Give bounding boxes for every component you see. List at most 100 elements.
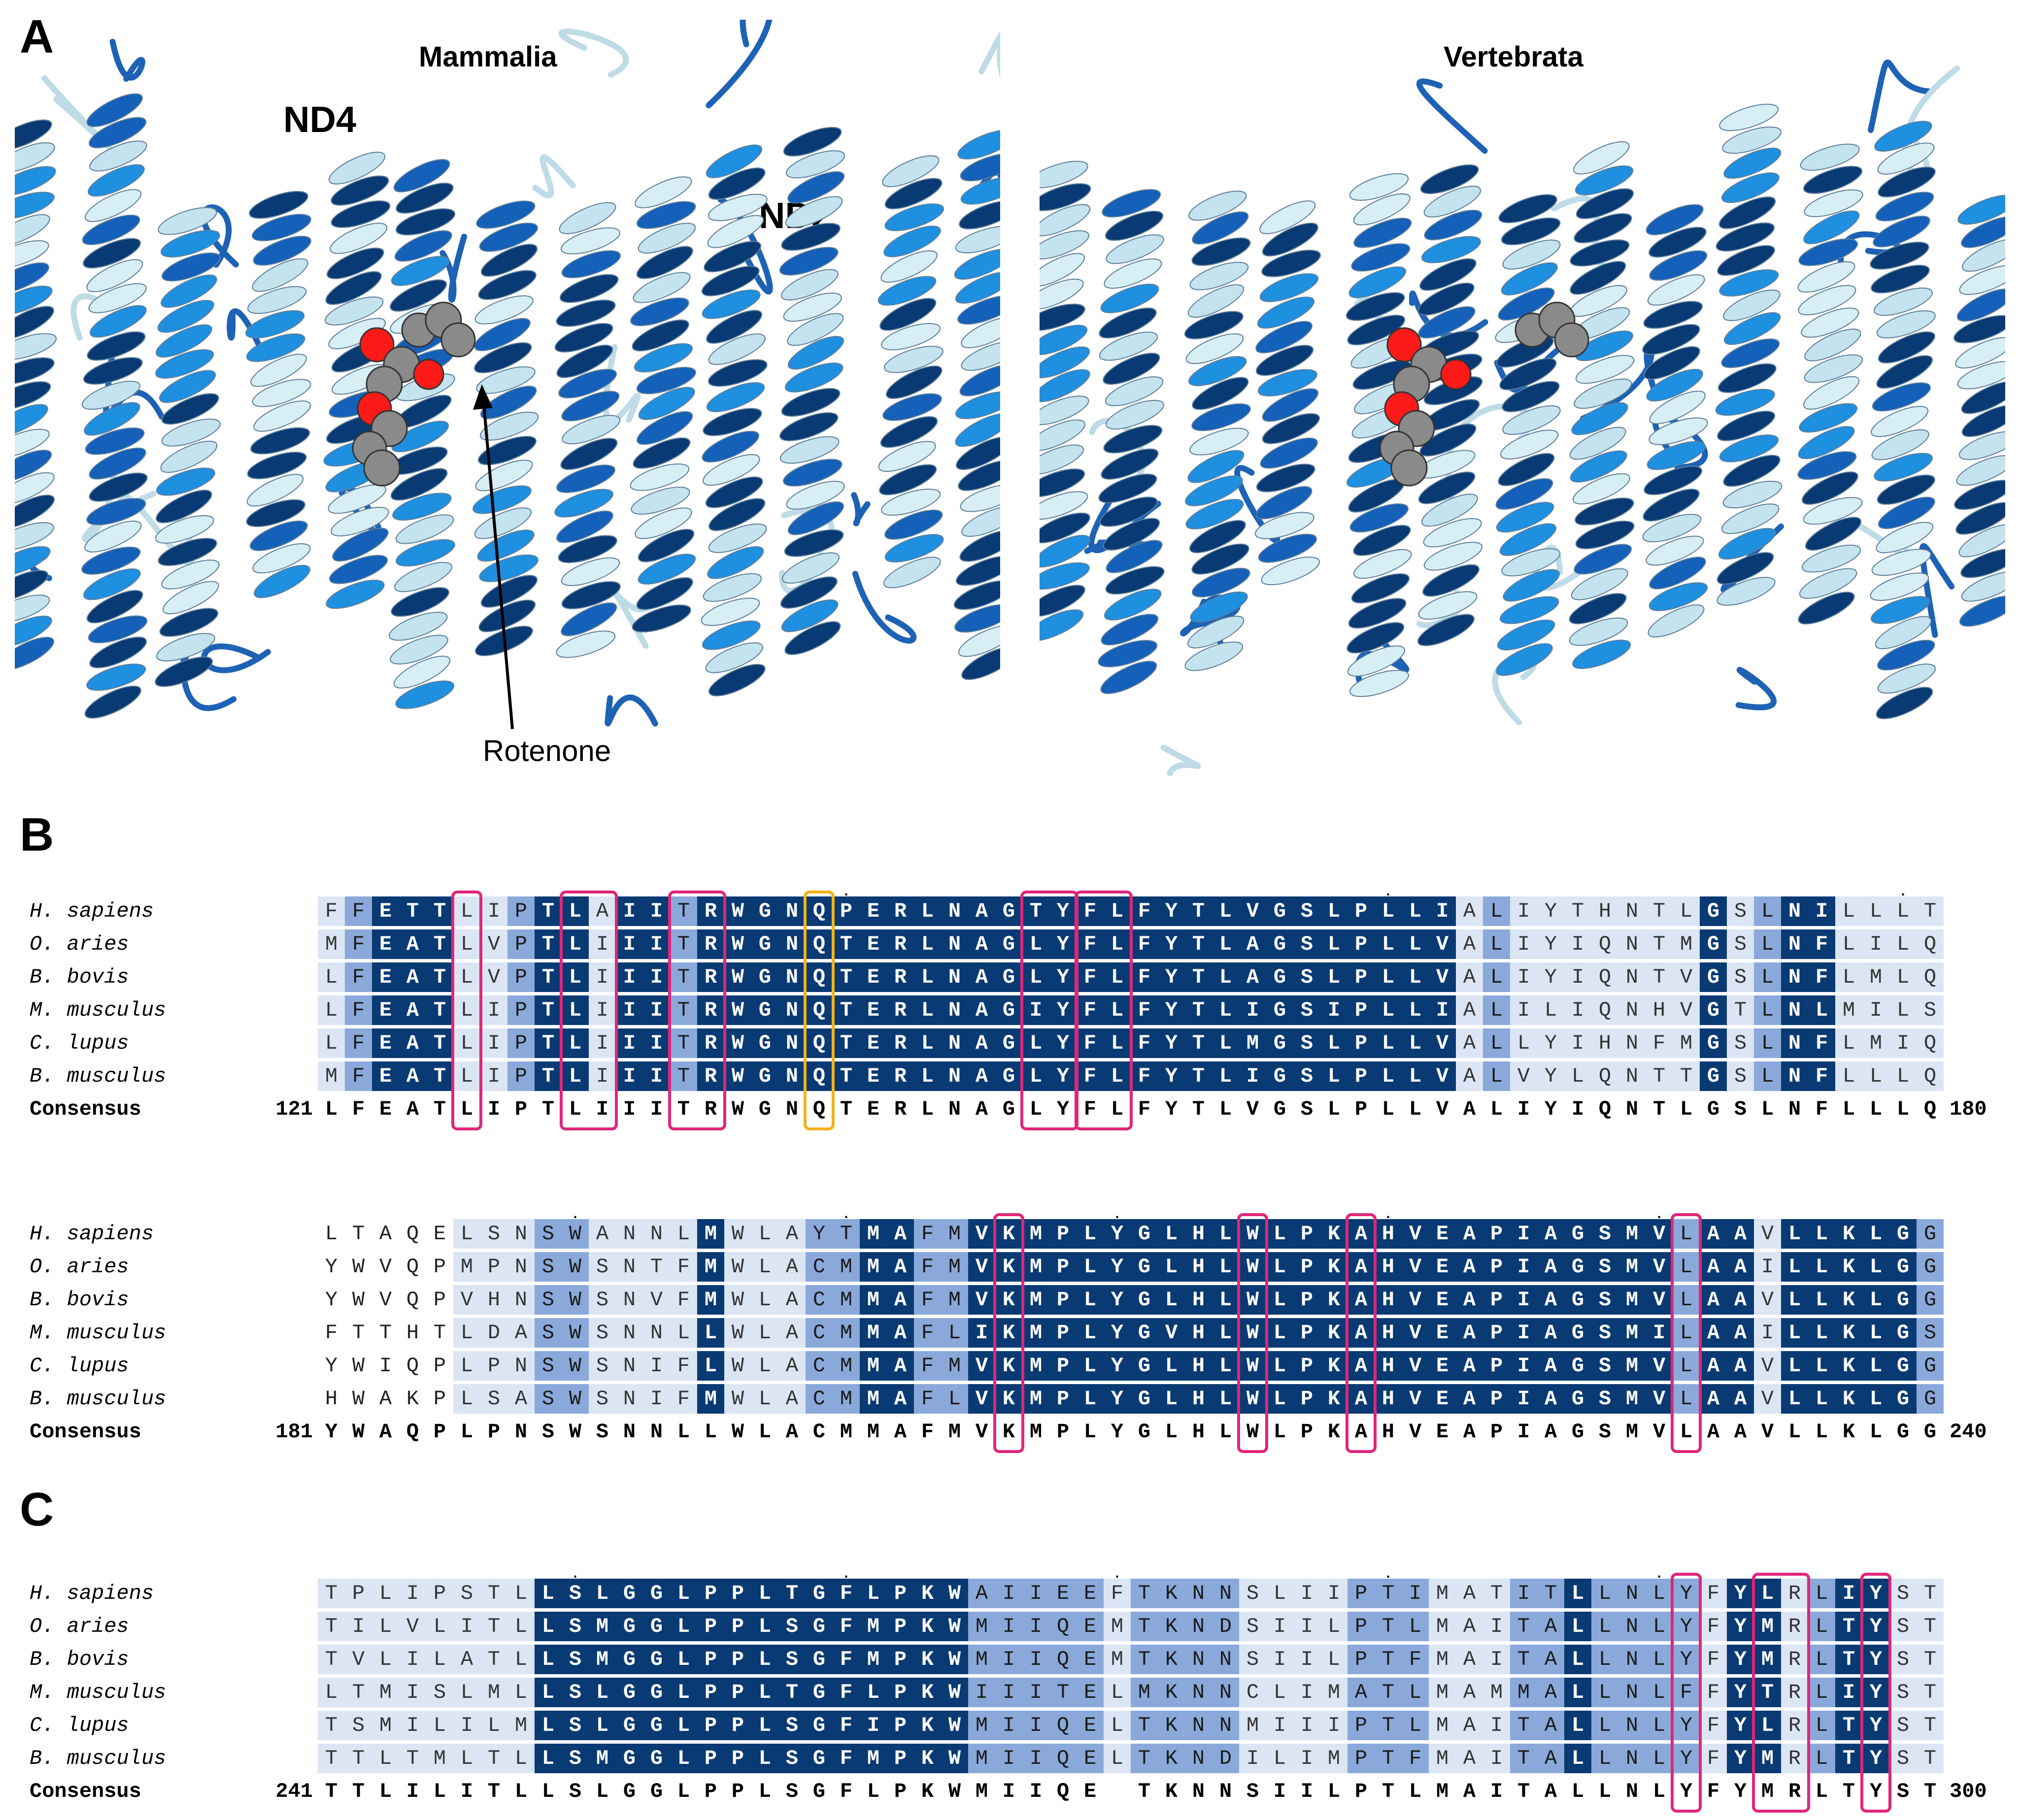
residue-cell: P	[1293, 1351, 1320, 1381]
residue-cell: L	[1375, 929, 1402, 959]
helix-turn	[633, 437, 691, 469]
highlight-box	[1020, 891, 1078, 1130]
residue-cell: T	[1483, 1579, 1510, 1608]
residue-cell: P	[1483, 1252, 1510, 1282]
helix-turn	[884, 534, 944, 563]
helix-turn	[1876, 310, 1936, 339]
residue-cell: M	[697, 1252, 724, 1282]
residue-cell: T	[1917, 1645, 1944, 1674]
residue-cell: P	[345, 1579, 372, 1608]
consensus-residue: M	[840, 1420, 853, 1444]
helix-turn	[1040, 204, 1091, 236]
consensus-residue: L	[1788, 1420, 1801, 1444]
residue-cell: S	[535, 1252, 562, 1282]
residue-cell: A	[1456, 1711, 1483, 1740]
residue-cell: A	[399, 1028, 426, 1058]
helix-turn	[781, 269, 839, 301]
helix-turn	[1959, 265, 2005, 295]
conservation-dot: .	[1385, 878, 1391, 900]
residue-cell: L	[1835, 929, 1862, 959]
helix-turn	[959, 529, 1000, 562]
residue-cell: P	[1347, 929, 1375, 959]
residue-cell: S	[453, 1579, 480, 1608]
residue-cell: R	[697, 962, 724, 992]
residue-cell: T	[670, 962, 697, 992]
residue-cell: L	[589, 1678, 616, 1707]
residue-cell: V	[1429, 929, 1456, 959]
residue-cell: Y	[1049, 1061, 1077, 1091]
helix-turn	[1349, 173, 1409, 201]
helix-turn	[1871, 596, 1930, 624]
species-label: M. musculus	[30, 1681, 167, 1704]
residue-cell: L	[535, 1579, 562, 1608]
residue-cell: G	[616, 1711, 643, 1740]
residue-cell: L	[1862, 1285, 1889, 1315]
residue-cell: L	[1754, 995, 1781, 1025]
residue-cell: W	[724, 962, 751, 992]
residue-cell: S	[1293, 896, 1320, 926]
residue-cell: I	[1835, 1579, 1862, 1608]
helix-turn	[81, 546, 141, 575]
residue-cell: F	[833, 1744, 860, 1773]
helix-turn	[1418, 306, 1476, 339]
residue-cell: P	[433, 1255, 446, 1279]
residue-cell: L	[1889, 962, 1917, 992]
residue-cell: L	[589, 1711, 616, 1740]
helix-turn	[1570, 261, 1626, 295]
residue-cell: Q	[1917, 1028, 1944, 1058]
residue-cell: V	[1158, 1318, 1185, 1348]
residue-cell: L	[1212, 1252, 1239, 1282]
helix-turn	[84, 521, 142, 553]
helix-turn	[325, 271, 382, 305]
residue-cell: E	[860, 896, 887, 926]
residue-cell: S	[1727, 929, 1754, 959]
residue-cell: I	[643, 896, 670, 926]
residue-cell: P	[1483, 1318, 1510, 1348]
residue-cell: A	[1239, 929, 1266, 959]
helix-turn	[1874, 453, 1933, 482]
residue-cell: F	[914, 1351, 941, 1381]
residue-cell: T	[1727, 995, 1754, 1025]
residue-cell: F	[1700, 1579, 1727, 1608]
consensus-residue: L	[460, 1420, 473, 1444]
residue-cell: Y	[1862, 1744, 1889, 1773]
residue-cell: T	[833, 962, 860, 992]
ligand-atom	[359, 327, 395, 363]
residue-cell: P	[1049, 1219, 1077, 1249]
helix-turn	[394, 230, 452, 262]
ligand-atom	[1390, 449, 1428, 487]
loop-segment	[852, 571, 917, 644]
residue-cell: L	[1104, 995, 1131, 1025]
residue-cell: I	[643, 1061, 670, 1091]
residue-cell: L	[914, 929, 941, 959]
residue-cell: P	[507, 896, 535, 926]
helix-turn	[1573, 473, 1630, 505]
residue-cell: S	[1591, 1285, 1618, 1315]
helix-turn	[787, 336, 844, 370]
highlight-box	[668, 891, 726, 1130]
helix-turn	[1503, 569, 1560, 602]
helix-turn	[89, 117, 146, 148]
residue-cell: L	[751, 1711, 778, 1740]
residue-cell: L	[1483, 929, 1510, 959]
helix-turn	[15, 450, 52, 482]
residue-cell: L	[453, 1061, 480, 1091]
helix-turn	[1103, 425, 1163, 454]
residue-cell: W	[562, 1252, 589, 1282]
helix-turn	[159, 608, 219, 637]
residue-cell: I	[643, 995, 670, 1025]
helix-turn	[15, 570, 49, 601]
residue-cell: P	[1483, 1351, 1510, 1381]
residue-cell: G	[806, 1579, 833, 1608]
consensus-residue: L	[1869, 1097, 1883, 1121]
consensus-residue: S	[1598, 1420, 1612, 1444]
residue-cell: H	[1185, 1219, 1212, 1249]
residue-cell: H	[1591, 1028, 1618, 1058]
residue-cell: F	[914, 1384, 941, 1414]
residue-cell: E	[860, 1028, 887, 1058]
helix-turn	[954, 249, 1000, 280]
residue-cell: C	[806, 1351, 833, 1381]
helix-turn	[245, 310, 305, 339]
helix-turn	[1260, 437, 1318, 469]
helix-turn	[1643, 300, 1703, 329]
